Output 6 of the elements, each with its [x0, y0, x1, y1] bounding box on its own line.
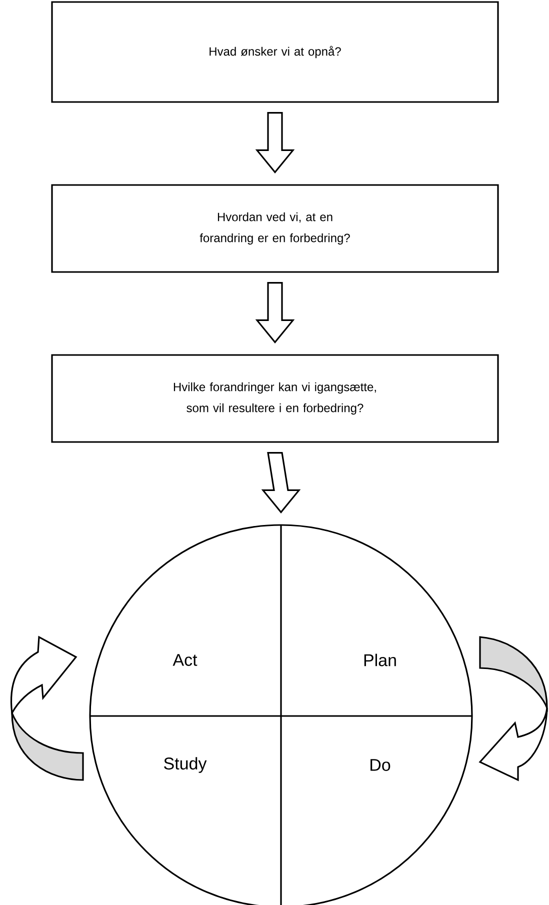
block-arrow [255, 282, 295, 344]
question-box: Hvad ønsker vi at opnå? [51, 1, 499, 103]
block-arrow [261, 452, 301, 514]
question-box: Hvordan ved vi, at en forandring er en forbedring? [51, 184, 499, 273]
block-arrow [255, 112, 295, 174]
question-box: Hvilke forandringer kan vi igangsætte, som vil resultere i en forbedring? [51, 354, 499, 443]
